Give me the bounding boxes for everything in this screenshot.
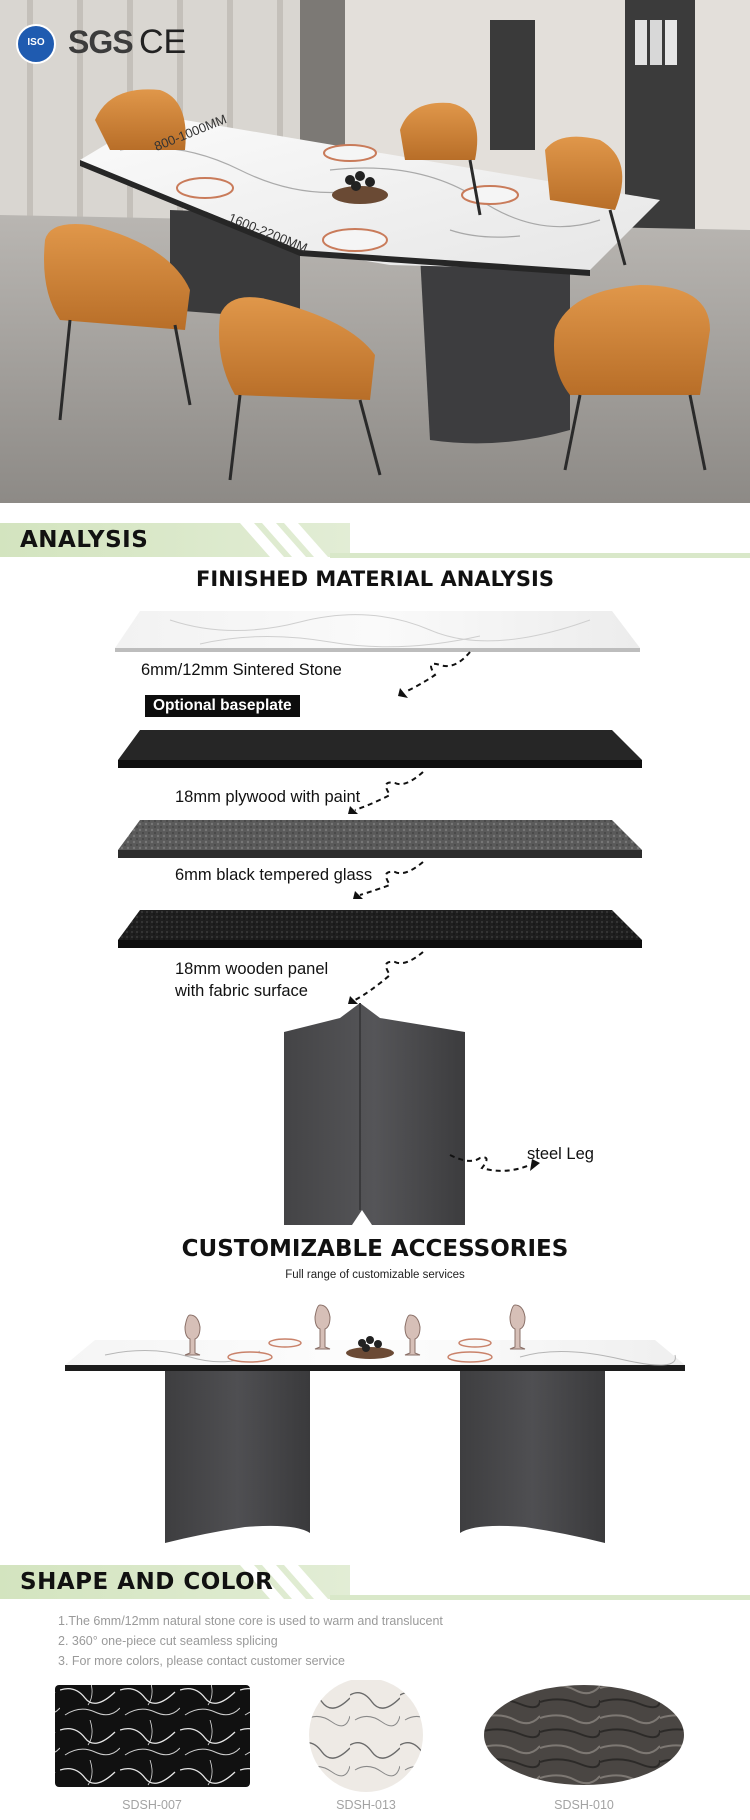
- material-analysis-heading: FINISHED MATERIAL ANALYSIS: [196, 567, 554, 591]
- note-3: 3. For more colors, please contact custo…: [58, 1654, 345, 1668]
- sgs-logo: SGS: [68, 24, 134, 60]
- swatch-code-1: SDSH-007: [122, 1798, 182, 1812]
- accessories-heading: CUSTOMIZABLE ACCESSORIES: [181, 1236, 569, 1262]
- swatch-oval: [484, 1685, 684, 1785]
- label-wooden-panel: 18mm wooden panel with fabric surface: [175, 960, 329, 1000]
- sintered-stone-layer: [115, 611, 640, 648]
- plywood-layer: [118, 730, 642, 760]
- label-sintered-stone: 6mm/12mm Sintered Stone: [141, 661, 342, 679]
- wooden-panel-layer: [118, 910, 642, 940]
- swatch-rectangle: [55, 1685, 250, 1787]
- hero-photo: ISO SGS CE 800-1000MM 1600-2200MM: [0, 0, 750, 503]
- arrow-glass: [359, 861, 424, 896]
- arrow-leg: [449, 1154, 531, 1172]
- dining-set-illustration: [0, 0, 750, 503]
- tempered-glass-layer: [118, 820, 642, 850]
- banner-line: [330, 553, 750, 558]
- accessories-subheading: Full range of customizable services: [285, 1269, 465, 1281]
- arrow-panel: [354, 951, 424, 1001]
- ce-logo: CE: [139, 23, 187, 61]
- swatch-code-2: SDSH-013: [336, 1798, 396, 1812]
- swatches-illustration: [55, 1680, 684, 1792]
- iso-logo: ISO: [16, 24, 56, 64]
- analysis-title: ANALYSIS: [20, 527, 149, 553]
- banner-stripes: [240, 1565, 328, 1599]
- arrow-stone: [404, 651, 471, 693]
- label-tempered-glass: 6mm black tempered glass: [175, 866, 373, 884]
- label-steel-leg: steel Leg: [527, 1145, 594, 1163]
- banner-line: [330, 1595, 750, 1600]
- steel-leg-layer: [284, 1003, 465, 1225]
- note-2: 2. 360° one-piece cut seamless splicing: [58, 1634, 278, 1648]
- shape-color-title: SHAPE AND COLOR: [20, 1569, 274, 1595]
- optional-baseplate-badge: Optional baseplate: [145, 695, 300, 717]
- swatch-code-3: SDSH-010: [554, 1798, 614, 1812]
- layers-illustration: [115, 611, 642, 1225]
- banner-stripes: [240, 523, 328, 557]
- label-plywood: 18mm plywood with paint: [175, 788, 361, 806]
- swatch-circle: [309, 1680, 423, 1792]
- analysis-banner: ANALYSIS: [0, 513, 750, 563]
- shape-color-banner: SHAPE AND COLOR: [0, 1555, 750, 1605]
- table-illustration: [65, 1304, 685, 1543]
- note-1: 1.The 6mm/12mm natural stone core is use…: [58, 1614, 443, 1628]
- arrow-plywood: [354, 771, 424, 811]
